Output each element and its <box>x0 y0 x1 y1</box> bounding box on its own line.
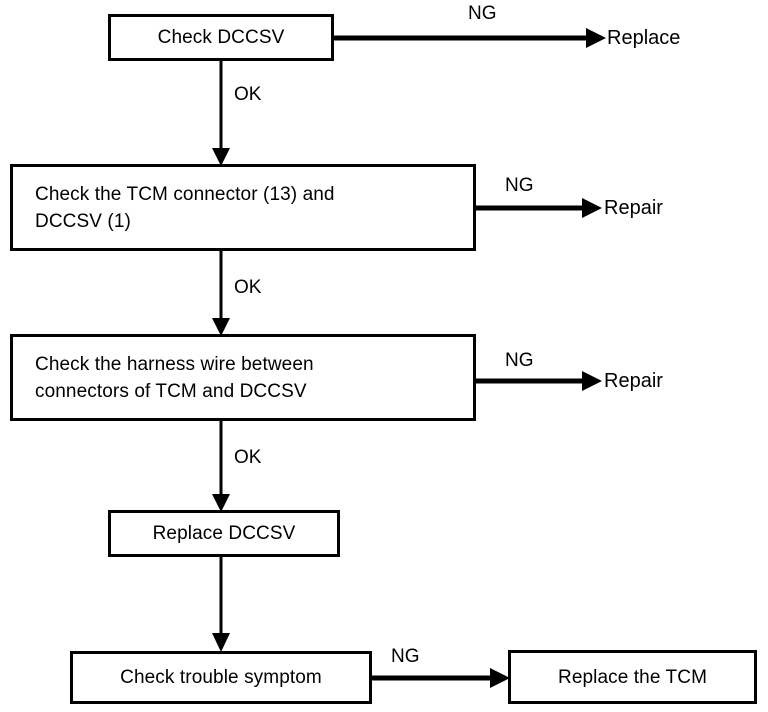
edge-label-ng-1: NG <box>468 3 497 24</box>
edge-check-trouble-symptom-to-replace-the-tcm <box>372 668 510 688</box>
edge-check-tcm-connector-to-repair <box>476 198 602 218</box>
edge-label-ng-3: NG <box>505 350 534 371</box>
terminal-replace: Replace <box>607 27 681 49</box>
edge-check-dccsv-to-replace <box>332 28 606 48</box>
node-check-harness-wire[interactable]: Check the harness wire between connector… <box>10 334 476 421</box>
node-check-trouble-symptom[interactable]: Check trouble symptom <box>70 651 372 704</box>
edge-check-tcm-connector-to-check-harness-wire <box>212 251 230 336</box>
edge-label-ok-3: OK <box>234 447 262 468</box>
node-replace-the-tcm-label: Replace the TCM <box>558 666 707 688</box>
edge-replace-dccsv-to-check-trouble-symptom <box>212 557 230 652</box>
edge-label-ok-1: OK <box>234 84 262 105</box>
node-check-dccsv-label: Check DCCSV <box>157 27 285 48</box>
edge-label-ng-4: NG <box>391 646 420 667</box>
node-replace-dccsv-label: Replace DCCSV <box>152 523 296 544</box>
edge-label-ok-2: OK <box>234 277 262 298</box>
edge-check-harness-wire-to-replace-dccsv <box>212 421 230 512</box>
node-check-trouble-symptom-label: Check trouble symptom <box>120 667 322 688</box>
edge-label-ng-2: NG <box>505 175 534 196</box>
node-check-tcm-connector-label: Check the TCM connector (13) and DCCSV (… <box>35 183 335 232</box>
terminal-repair-2: Repair <box>604 370 663 392</box>
node-replace-dccsv[interactable]: Replace DCCSV <box>108 510 340 557</box>
edge-check-dccsv-to-check-tcm-connector <box>212 61 230 166</box>
node-check-harness-wire-label: Check the harness wire between connector… <box>35 353 314 402</box>
terminal-repair-1: Repair <box>604 197 663 219</box>
edge-check-harness-wire-to-repair <box>476 371 602 391</box>
node-check-tcm-connector[interactable]: Check the TCM connector (13) and DCCSV (… <box>10 164 476 251</box>
node-replace-the-tcm[interactable]: Replace the TCM <box>508 650 757 704</box>
node-check-dccsv[interactable]: Check DCCSV <box>108 14 334 61</box>
